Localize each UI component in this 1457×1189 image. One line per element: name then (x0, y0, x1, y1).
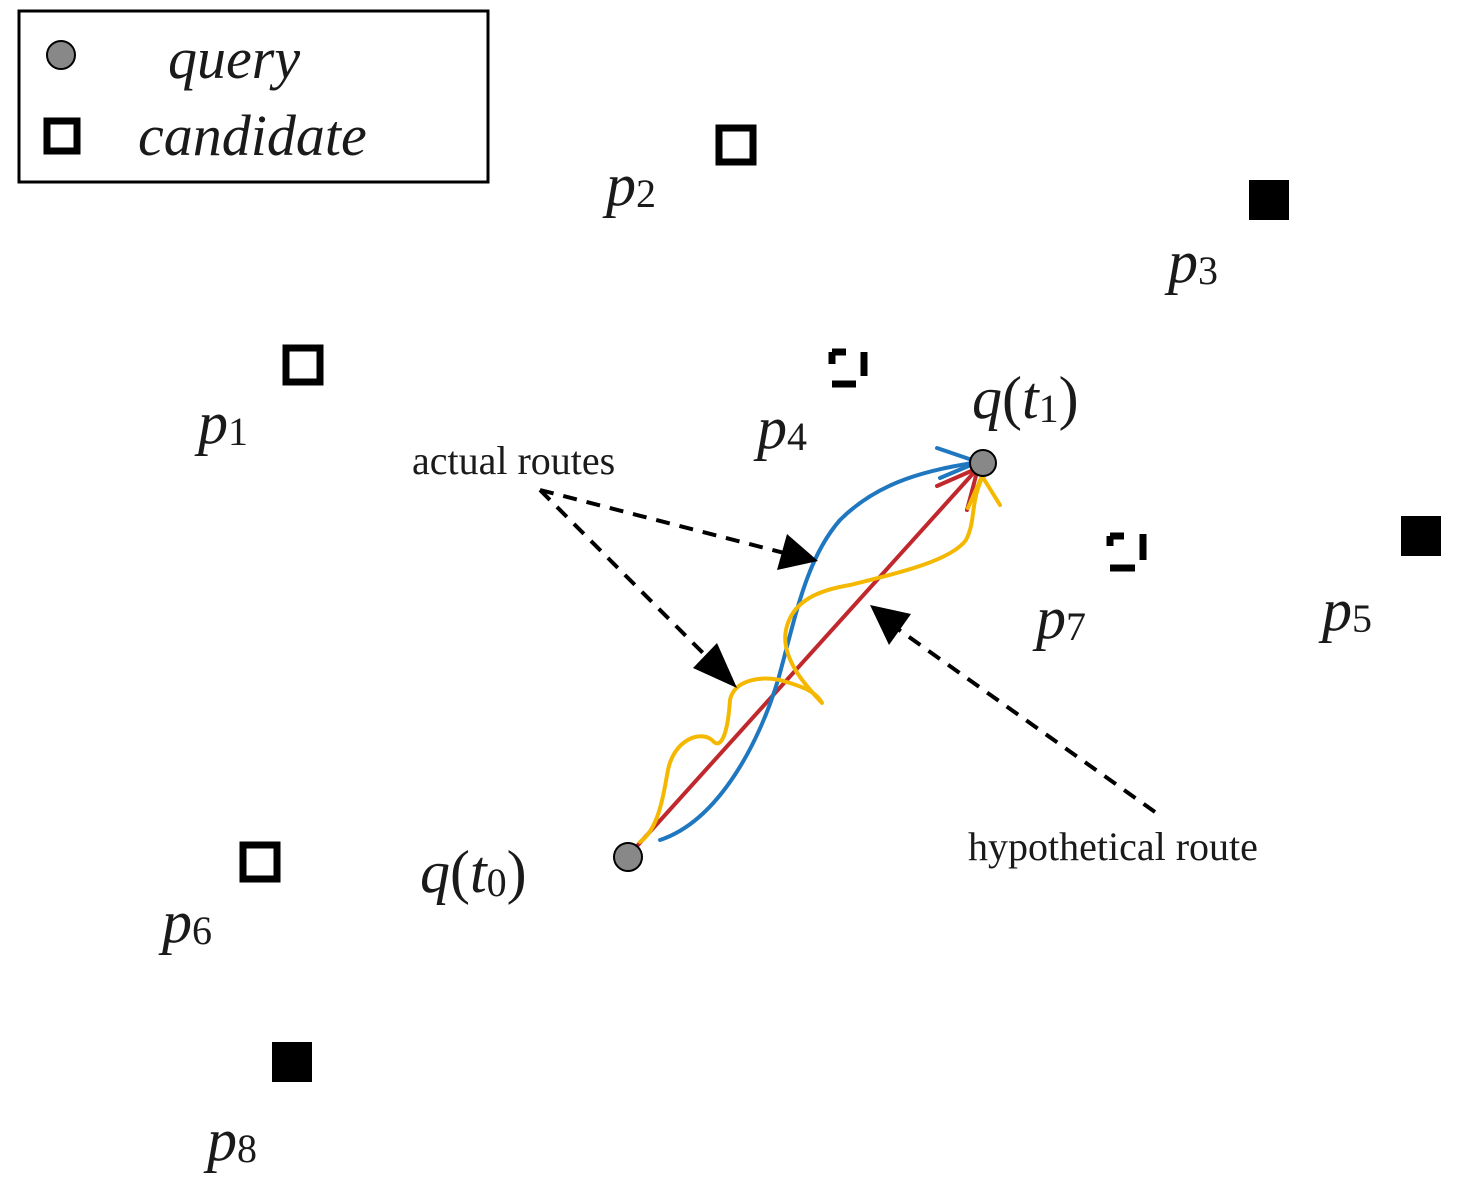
label-q-t1: q(t1) (972, 365, 1079, 431)
label-q-t0: q(t0) (420, 839, 527, 905)
annotation-hypothetical-route: hypothetical route (968, 824, 1258, 869)
point-p4-marker (828, 348, 868, 388)
hypothetical-route-arrow (893, 625, 1157, 814)
label-p1: p1 (194, 390, 248, 456)
label-p2: p2 (602, 152, 656, 218)
query-point-t1 (969, 449, 997, 477)
legend-query-marker (46, 40, 76, 70)
query-point-t0 (613, 842, 643, 872)
point-p5-marker (1401, 516, 1441, 556)
legend-candidate-label: candidate (138, 103, 367, 168)
legend-query-label: query (168, 26, 300, 91)
label-p3: p3 (1164, 229, 1218, 295)
label-p5: p5 (1318, 577, 1372, 643)
legend: query candidate (17, 9, 490, 184)
legend-box (17, 9, 490, 184)
actual-routes-arrows (538, 488, 789, 666)
point-p8-marker (272, 1042, 312, 1082)
annotation-actual-routes: actual routes (412, 438, 615, 483)
hypothetical-route (636, 464, 981, 847)
label-p6: p6 (158, 889, 212, 955)
label-p8: p8 (203, 1107, 257, 1173)
hypothetical-route-arrowhead (870, 605, 911, 645)
label-p7: p7 (1032, 585, 1086, 651)
point-p6-marker (239, 841, 281, 883)
point-p1-marker (282, 344, 324, 386)
point-p3-marker (1249, 180, 1289, 220)
actual-routes-arrowhead-yellow (693, 643, 737, 688)
point-p2-marker (715, 124, 757, 166)
legend-candidate-marker (43, 117, 81, 155)
actual-routes-arrowhead-blue (777, 534, 818, 570)
point-p7-marker (1106, 532, 1147, 572)
actual-route-yellow (638, 474, 1002, 844)
label-p4: p4 (753, 395, 807, 461)
